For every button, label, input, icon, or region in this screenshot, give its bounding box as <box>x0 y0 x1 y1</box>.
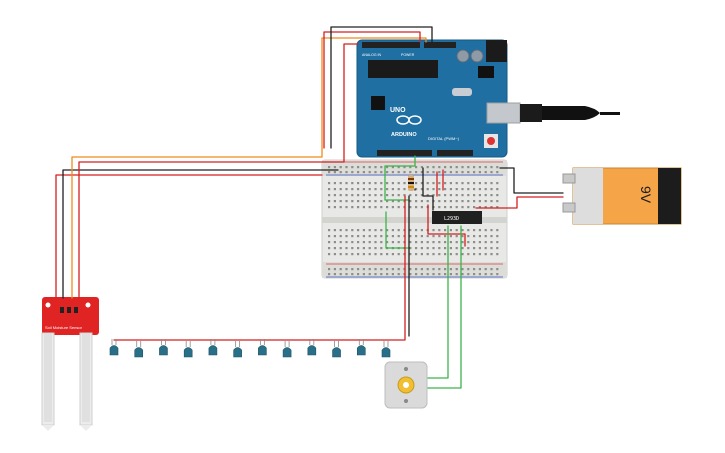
battery-voltage-label: 9V <box>638 186 654 204</box>
led-row <box>109 339 391 358</box>
led[interactable] <box>134 341 144 358</box>
usb-cable <box>486 102 620 124</box>
wire-sensor-gnd <box>62 169 339 299</box>
motor-driver-l293d[interactable]: L293D <box>432 211 482 224</box>
arduino-uno-board[interactable]: ARDUINO UNO DIGITAL (PWM~) ANALOG IN POW… <box>356 39 508 158</box>
led[interactable] <box>109 339 119 356</box>
wire-battery-neg <box>499 167 564 194</box>
led[interactable] <box>381 341 391 358</box>
wire-motor-b <box>427 225 462 389</box>
battery-9v[interactable]: 9V <box>562 167 682 225</box>
led[interactable] <box>282 341 292 358</box>
wire-battery-pos <box>475 196 564 209</box>
wire-motor-a <box>427 225 449 379</box>
wire-sensor-vcc <box>55 174 323 299</box>
arduino-power-label: POWER <box>401 53 415 57</box>
arduino-brand: ARDUINO <box>391 132 417 138</box>
wire-arduino-signal <box>384 155 416 201</box>
led[interactable] <box>332 341 341 358</box>
wire-sensor-signal <box>71 37 427 299</box>
led[interactable] <box>356 339 366 356</box>
soil-moisture-sensor[interactable]: Soil Moisture Sensor <box>41 297 99 431</box>
wire-arduino-5v <box>323 31 421 149</box>
wire-arduino-gnd <box>330 26 433 149</box>
led[interactable] <box>183 341 193 358</box>
arduino-digital-label: DIGITAL (PWM~) <box>428 136 460 141</box>
wires <box>55 26 564 389</box>
resistor <box>408 175 414 191</box>
led[interactable] <box>208 339 218 356</box>
sensor-label: Soil Moisture Sensor <box>45 325 83 330</box>
led[interactable] <box>307 339 317 356</box>
wire-sensor-power <box>78 43 359 299</box>
arduino-analog-label: ANALOG IN <box>362 53 382 57</box>
dc-motor[interactable] <box>384 361 428 409</box>
led[interactable] <box>159 339 168 356</box>
motor-driver-label: L293D <box>444 216 459 222</box>
led[interactable] <box>258 339 267 356</box>
led[interactable] <box>233 341 242 358</box>
arduino-model: UNO <box>390 107 406 114</box>
